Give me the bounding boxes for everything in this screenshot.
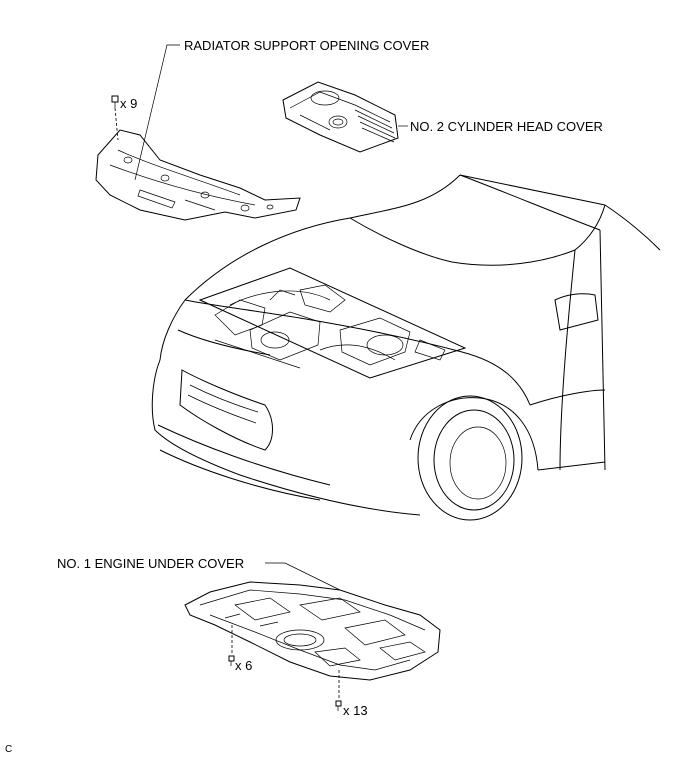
engine-under-cover-leader-line [265,562,341,591]
cylinder-head-cover-label: NO. 2 CYLINDER HEAD COVER [410,119,603,134]
corner-mark: C [5,744,12,755]
clip-fastener [111,95,119,141]
cylinder-head-cover [282,81,399,153]
clip-quantity: x 9 [120,96,137,111]
engine-under-cover [184,581,441,681]
car-body [151,174,661,521]
under-cover-bolt-rear [335,670,342,711]
radiator-support-opening-cover [95,129,301,221]
radiator-cover-label: RADIATOR SUPPORT OPENING COVER [184,38,429,53]
under-cover-bolt-front [228,625,235,666]
rear-bolt-quantity: x 13 [343,703,368,718]
radiator-cover-leader-line [134,44,180,181]
engine-under-cover-label: NO. 1 ENGINE UNDER COVER [57,556,244,571]
engine-components [214,284,446,369]
front-bolt-quantity: x 6 [235,658,252,673]
